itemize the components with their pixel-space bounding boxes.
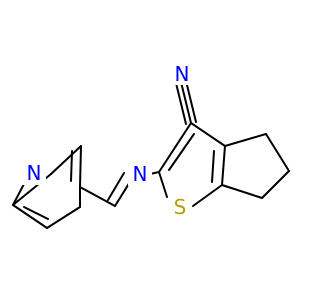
sulfur-label: S bbox=[174, 195, 187, 219]
pyridine-bond-c5-c4 bbox=[46, 206, 81, 229]
pyridine-bond-n1-c2-inner bbox=[12, 181, 26, 206]
molecule-canvas: N N N S bbox=[12, 61, 290, 229]
pyridine-bond-c2-n1 bbox=[50, 145, 82, 175]
thiophene-bond-c2-c3-inner bbox=[168, 133, 195, 171]
imine-double-bond-inner bbox=[107, 172, 125, 201]
pyridine-bond-c3-c4 bbox=[79, 145, 82, 188]
pyridine-bond-c6-c5 bbox=[12, 204, 48, 229]
cyclopentane-bond-3 bbox=[261, 170, 290, 199]
thiophene-bond-c3a-c7a-inner bbox=[211, 150, 215, 183]
thiophene-bond-c3a-c7a bbox=[221, 145, 226, 186]
cyclopentane-bond-4 bbox=[221, 184, 263, 199]
pyridine-bond-c3-c4-inner bbox=[70, 150, 73, 182]
nitrile-triple-bond-center bbox=[180, 81, 192, 124]
thiophene-bond-c3-c3a bbox=[190, 122, 226, 147]
imine-n-label: N bbox=[133, 162, 148, 186]
pyridine-n-label: N bbox=[27, 161, 42, 185]
cyclopentane-bond-2 bbox=[265, 133, 290, 172]
nitrile-n-label: N bbox=[175, 62, 190, 86]
nitrile-triple-bond-left bbox=[175, 82, 187, 125]
molecule-structure: N N N S bbox=[12, 61, 290, 229]
thiophene-bond-c7a-s bbox=[192, 184, 223, 207]
thiophene-bond-c2-c3 bbox=[158, 122, 192, 173]
nitrile-triple-bond-right bbox=[185, 80, 197, 123]
thiophene-bond-s-c2 bbox=[158, 171, 168, 198]
imine-bond-ch-pyridine bbox=[79, 186, 116, 207]
cyclopentane-bond-1 bbox=[224, 133, 267, 147]
pyridine-bond-c6-c5-inner bbox=[23, 206, 49, 220]
